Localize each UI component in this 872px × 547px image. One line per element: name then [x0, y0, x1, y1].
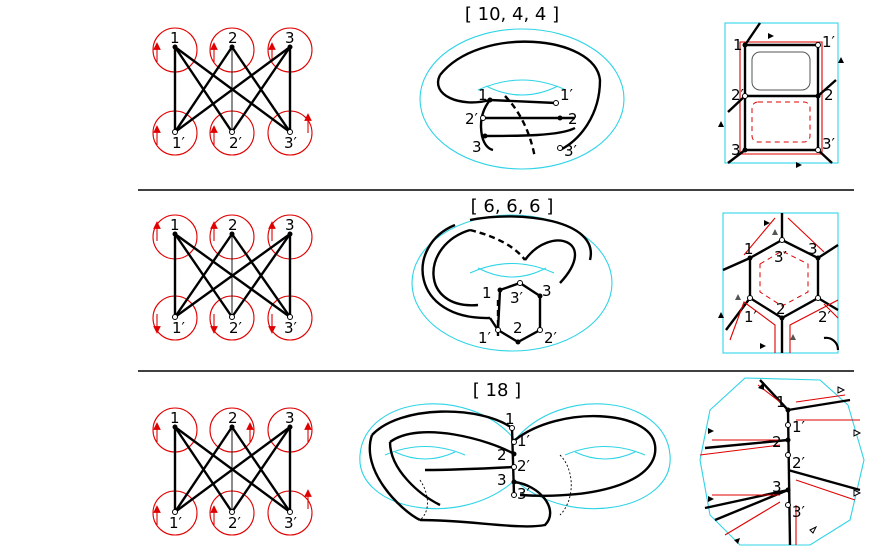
vertex-label: 3	[285, 29, 295, 47]
vertex-label: 3′	[564, 142, 578, 160]
vertex-label: 1	[744, 240, 754, 258]
vertex-label: 3	[808, 240, 818, 258]
panel-title: [ 18 ]	[473, 380, 521, 401]
rotation-graph: 1 2 3 1′ 2′ 3′	[152, 214, 313, 341]
vertex-label: 3′	[510, 289, 524, 307]
vertex-label: 1	[482, 284, 492, 302]
vertex-label: 2′	[229, 319, 243, 337]
vertex-label: 3	[731, 141, 741, 159]
vertex-label: 1′	[169, 514, 183, 532]
fundamental-domain: 1 3′ 3 2 2′ 1′	[718, 212, 840, 354]
vertex-label: 3′	[792, 503, 806, 521]
torus-embedding: 1 3′ 3 2 2′ 1′	[411, 214, 613, 352]
vertex-label: 3	[285, 409, 295, 427]
vertex-label: 2	[568, 110, 578, 128]
vertex-label: 3	[772, 478, 782, 496]
vertex-label: 2	[513, 319, 523, 337]
rotation-graph: 1 2 3 1′ 2′ 3′	[152, 407, 313, 536]
vertex-label: 2′	[731, 86, 745, 104]
vertex-label: 3′	[284, 514, 298, 532]
panel-title: [ 10, 4, 4 ]	[465, 4, 559, 25]
vertex-label: 1	[170, 409, 180, 427]
vertex-label: 2	[776, 300, 786, 318]
torus-embedding: 1 1′ 2′ 2 3 3′	[419, 28, 625, 170]
vertex-label: 1′	[744, 308, 758, 326]
vertex-label: 2′	[517, 457, 531, 475]
vertex-label: 3	[285, 216, 295, 234]
vertex-label: 1	[170, 216, 180, 234]
vertex-label: 2	[772, 433, 782, 451]
vertex-label: 3′	[284, 134, 298, 152]
vertex-label: 1	[776, 393, 786, 411]
vertex-label: 2′	[544, 329, 558, 347]
vertex-label: 1	[170, 29, 180, 47]
vertex-label: 1	[505, 410, 515, 428]
vertex-label: 2′	[792, 454, 806, 472]
vertex-label: 2	[228, 29, 238, 47]
vertex-label: 3′	[822, 135, 836, 153]
vertex-label: 1′	[172, 134, 186, 152]
row-1: [ 10, 4, 4 ] 1 2 3 1′ 2′ 3′	[152, 4, 844, 170]
vertex-label: 1	[478, 86, 488, 104]
vertex-label: 2	[228, 409, 238, 427]
double-torus-embedding: 1 1′ 2 2′ 3 3′	[359, 403, 671, 528]
vertex-label: 3′	[517, 485, 531, 503]
fundamental-domain: 1 1′ 2 2′ 3 3′	[699, 377, 865, 546]
vertex-label: 3	[542, 282, 552, 300]
panel-title: [ 6, 6, 6 ]	[471, 196, 554, 217]
vertex-label: 2′	[228, 514, 242, 532]
vertex-label: 3′	[284, 319, 298, 337]
vertex-label: 2	[824, 86, 834, 104]
row-3: [ 18 ] 1 2 3 1′ 2′ 3′	[152, 377, 865, 546]
vertex-label: 3	[472, 138, 482, 156]
fundamental-domain: 1 1′ 2′ 2 3 3′	[718, 22, 844, 168]
vertex-label: 1′	[517, 432, 531, 450]
vertex-label: 1′	[478, 329, 492, 347]
rotation-graph: 1 2 3 1′ 2′ 3′	[152, 27, 313, 156]
vertex-label: 1	[733, 36, 743, 54]
row-2: [ 6, 6, 6 ] 1 2 3 1′ 2′ 3′	[152, 196, 840, 354]
vertex-label: 1′	[172, 319, 186, 337]
vertex-label: 1′	[560, 86, 574, 104]
vertex-label: 2	[228, 216, 238, 234]
vertex-label: 2′	[229, 134, 243, 152]
vertex-label: 2′	[465, 110, 479, 128]
vertex-label: 3	[497, 471, 507, 489]
vertex-label: 1′	[792, 418, 806, 436]
vertex-label: 1′	[822, 33, 836, 51]
vertex-label: 3′	[774, 248, 788, 266]
vertex-label: 2	[497, 446, 507, 464]
vertex-label: 2′	[818, 308, 832, 326]
